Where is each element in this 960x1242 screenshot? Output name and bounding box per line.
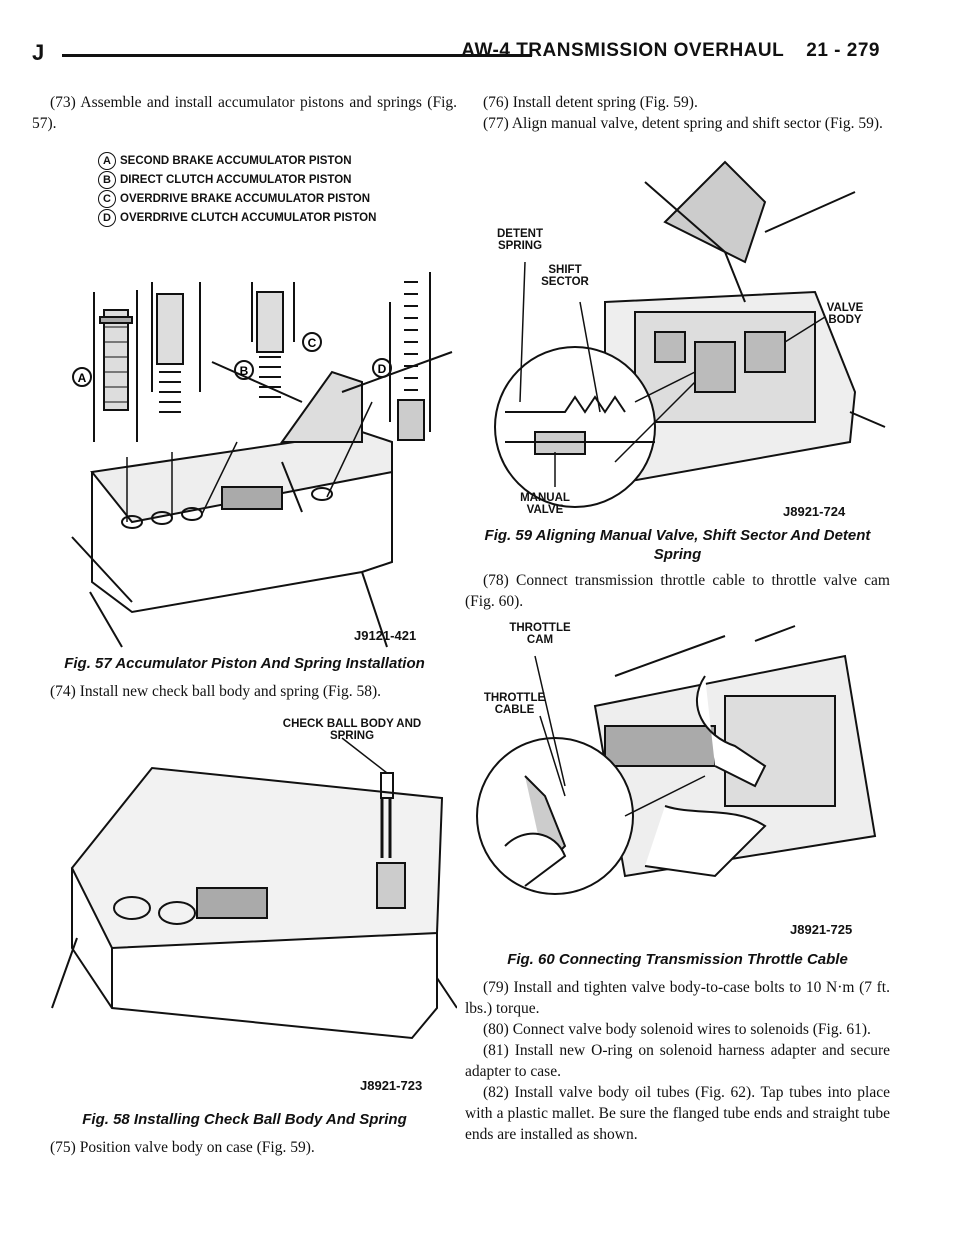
callout-d: D [378,362,387,376]
page-header: J AW-4 TRANSMISSION OVERHAUL 21 - 279 [32,38,880,68]
fig57-legend: A SECOND BRAKE ACCUMULATOR PISTON B DIRECT… [98,152,376,228]
legend-item-a: A SECOND BRAKE ACCUMULATOR PISTON [98,152,376,171]
header-rule [62,54,532,57]
legend-item-d: D OVERDRIVE CLUTCH ACCUMULATOR PISTON [98,209,376,228]
right-column: (76) Install detent spring (Fig. 59). (7… [465,92,890,1145]
callout-a: A [78,371,87,385]
step-74: (74) Install new check ball body and spr… [50,683,382,700]
callout-c: C [308,336,317,350]
fig58-illustration [51,737,457,1040]
figure-59: DETENT SPRING SHIFT SECTOR VALVE BODY MA… [465,142,890,522]
fig60-label-cam: THROTTLE CAM [509,622,571,646]
fig59-label-valvebody: VALVE BODY [826,302,864,326]
figure-57: A SECOND BRAKE ACCUMULATOR PISTON B DIRECT… [32,142,457,652]
fig57-code: J9121-421 [354,628,417,643]
fig60-code: J8921-725 [790,922,853,937]
step-79: (79) Install and tighten valve body-to-c… [465,979,890,1017]
fig59-label-manual: MANUAL VALVE [520,492,570,516]
section-letter: J [32,40,45,65]
fig58-label: CHECK BALL BODY AND SPRING [282,718,422,742]
fig57-caption: Fig. 57 Accumulator Piston And Spring In… [64,655,425,672]
step-76: (76) Install detent spring (Fig. 59). [483,94,698,111]
step-82: (82) Install valve body oil tubes (Fig. … [465,1084,890,1143]
fig59-illustration [494,160,886,508]
fig60-caption: Fig. 60 Connecting Transmission Throttle… [507,951,848,968]
legend-item-b: B DIRECT CLUTCH ACCUMULATOR PISTON [98,171,376,190]
fig60-label-cable: THROTTLE CABLE [483,692,546,716]
fig58-code: J8921-723 [360,1078,423,1093]
fig59-caption: Fig. 59 Aligning Manual Valve, Shift Sec… [484,527,871,563]
step-78: (78) Connect transmission throttle cable… [465,572,890,610]
legend-text-b: DIRECT CLUTCH ACCUMULATOR PISTON [120,174,352,186]
fig58-caption: Fig. 58 Installing Check Ball Body And S… [82,1111,407,1128]
callout-b: B [240,364,249,378]
fig59-label-detent: DETENT SPRING [497,228,543,252]
fig59-code: J8921-724 [783,504,846,519]
legend-text-a: SECOND BRAKE ACCUMULATOR PISTON [120,155,352,167]
header-section-title: AW-4 TRANSMISSION OVERHAUL [461,40,785,61]
figure-60: THROTTLE CAM THROTTLE CABLE J8921-725 [465,616,890,946]
legend-key-b: B [98,171,116,189]
fig57-illustration: A B C D [71,272,453,648]
legend-key-d: D [98,209,116,227]
left-column: (73) Assemble and install accumulator pi… [32,92,457,1158]
fig59-label-shift: SHIFT SECTOR [541,264,589,288]
legend-text-c: OVERDRIVE BRAKE ACCUMULATOR PISTON [120,193,371,205]
step-81: (81) Install new O-ring on solenoid harn… [465,1042,890,1080]
step-73: (73) Assemble and install accumulator pi… [32,94,457,132]
step-77: (77) Align manual valve, detent spring a… [483,115,883,132]
figure-58: CHECK BALL BODY AND SPRING J8921-723 [32,708,457,1108]
header-title: AW-4 TRANSMISSION OVERHAUL 21 - 279 [461,40,880,62]
fig60-illustration [476,625,877,895]
legend-text-d: OVERDRIVE CLUTCH ACCUMULATOR PISTON [120,212,377,224]
page-number: 21 - 279 [806,40,880,61]
step-75: (75) Position valve body on case (Fig. 5… [50,1139,315,1156]
legend-item-c: C OVERDRIVE BRAKE ACCUMULATOR PISTON [98,190,376,209]
step-80: (80) Connect valve body solenoid wires t… [483,1021,871,1038]
legend-key-c: C [98,190,116,208]
legend-key-a: A [98,152,116,170]
